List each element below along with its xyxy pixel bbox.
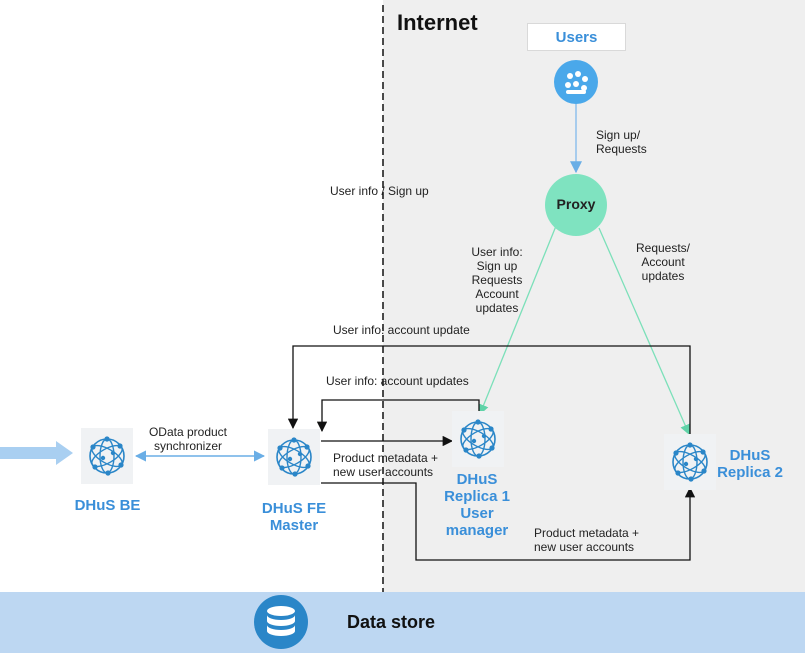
edge-label-user-info-signup: User info / Sign up bbox=[330, 184, 429, 198]
datastore-label: Data store bbox=[347, 612, 436, 632]
internet-zone-title: Internet bbox=[397, 10, 478, 35]
dhus-be-label: DHuS BE bbox=[74, 497, 141, 514]
dhus-fe-icon bbox=[267, 428, 321, 486]
edge-label-replica1-fe: User info: account updates bbox=[326, 374, 469, 388]
group-icon bbox=[554, 60, 598, 104]
database-icon bbox=[254, 595, 308, 649]
dhus-fe-label: DHuS FE Master bbox=[261, 500, 327, 534]
proxy-node bbox=[545, 174, 607, 236]
edge-label-proxy-replica1: User info: Sign up Requests Account upda… bbox=[471, 245, 523, 315]
edge-label-replica2-fe: User info: account update bbox=[333, 323, 470, 337]
proxy-label: Proxy bbox=[556, 196, 596, 212]
edge-proxy-replica2 bbox=[598, 227, 691, 435]
internet-zone bbox=[383, 0, 805, 592]
dhus-replica2-label: DHuS Replica 2 bbox=[717, 447, 783, 481]
users-node: Users bbox=[527, 23, 626, 51]
edge-fe-replica2 bbox=[321, 482, 696, 561]
edge-proxy-replica1 bbox=[478, 225, 557, 415]
edge-label-be-fe: OData product synchronizer bbox=[148, 425, 228, 453]
edge-label-fe-replica1: Product metadata + new user accounts bbox=[333, 451, 439, 479]
edge-replica1-fe bbox=[316, 399, 480, 433]
edge-label-proxy-replica2: Requests/ Account updates bbox=[635, 241, 691, 283]
dhus-replica1-label: DHuS Replica 1 User manager bbox=[444, 471, 510, 539]
dhus-replica1-icon bbox=[451, 410, 505, 468]
edge-label-fe-replica2: Product metadata + new user accounts bbox=[534, 526, 640, 554]
edge-replica2-fe bbox=[287, 345, 691, 436]
edge-label-users-proxy: Sign up/ Requests bbox=[596, 128, 647, 156]
ingest-arrow bbox=[0, 441, 73, 465]
dhus-be-icon bbox=[80, 427, 134, 485]
datastore-band bbox=[0, 592, 805, 653]
